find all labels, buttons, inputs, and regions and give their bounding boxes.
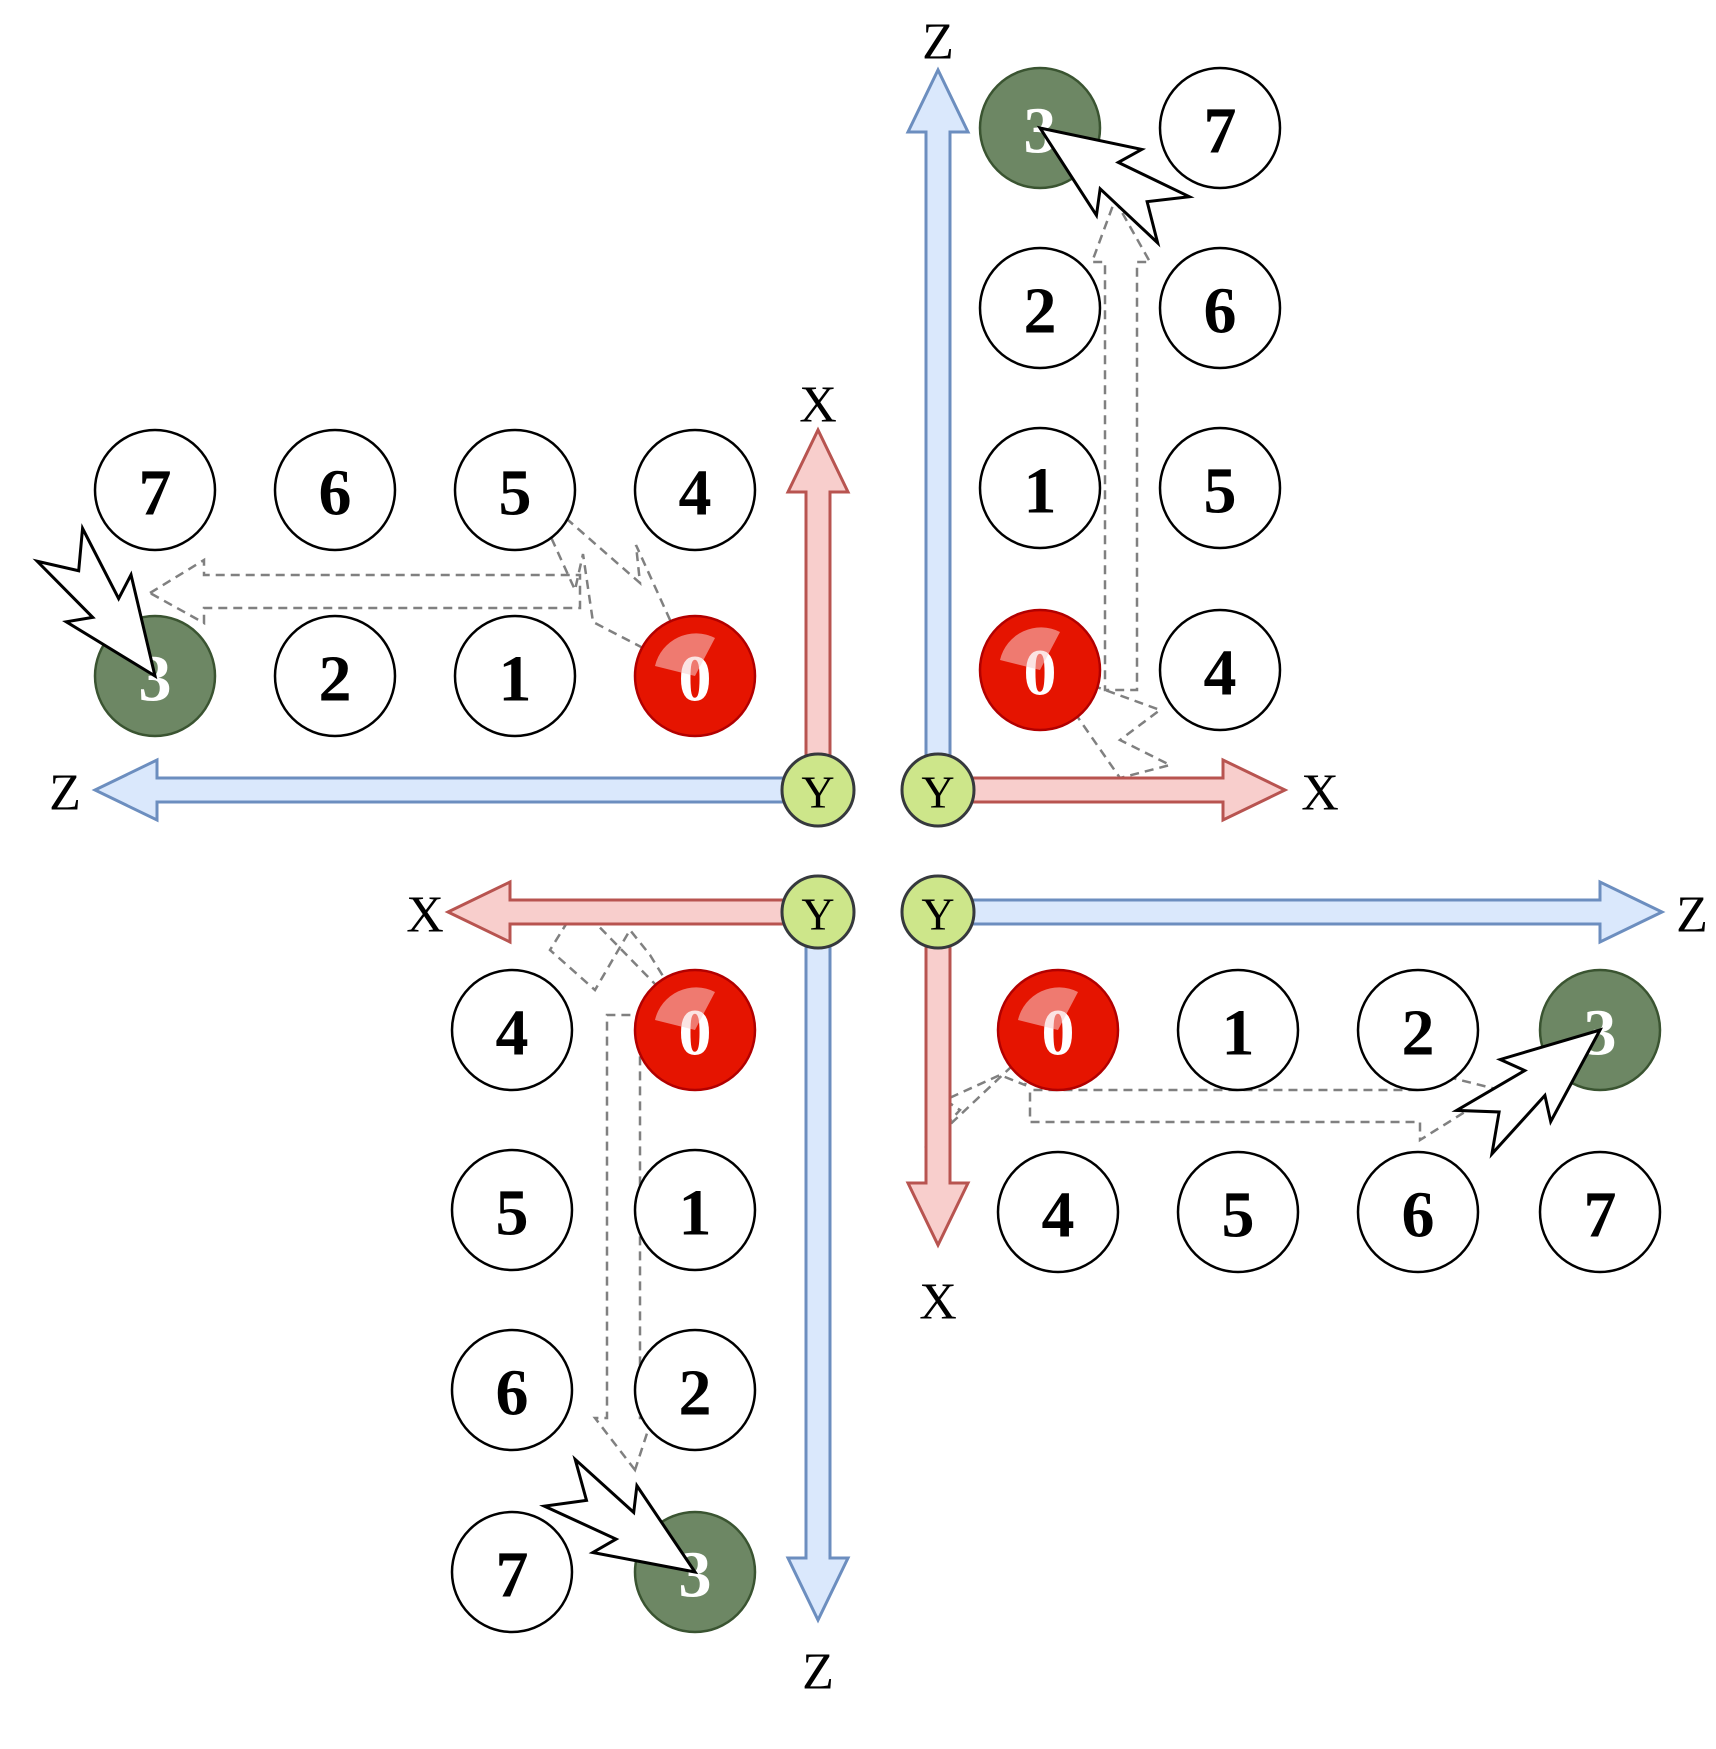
q-top-right-voxel-label-6: 6 [1204,275,1237,348]
q-bottom-right-z-axis-arrow [936,879,1666,945]
q-top-right-voxel-node [978,246,1102,370]
q-bottom-left-voxel-node [450,968,574,1092]
q-bottom-right-start-highlight [1018,987,1078,1030]
q-bottom-right-mouse-pointer-arrow-icon [1451,1027,1604,1159]
q-bottom-right-voxel-node [1176,1150,1300,1274]
q-bottom-right-voxel-node [1538,1150,1662,1274]
q-bottom-left-voxel-node [450,1510,574,1634]
q-top-right-voxel-node [978,426,1102,550]
dashed-arrow-q0-a [548,510,698,678]
dashed-arrow-q0-b [147,557,582,626]
q-bottom-right-y-origin-label: Y [921,889,954,940]
q-top-left-voxel-label-2: 2 [319,643,352,716]
q-bottom-right-voxel-label-4: 4 [1042,1179,1075,1252]
q-top-left-y-origin-label: Y [801,767,834,818]
q-bottom-right-x-axis-arrow [905,910,971,1249]
q-top-left-x-axis-label: X [799,377,837,434]
q-top-left-mouse-pointer-arrow-icon [32,523,158,680]
q-bottom-left-y-origin-node [780,874,856,950]
q-top-left-voxel-node [273,428,397,552]
q-bottom-left-voxel-node [633,1148,757,1272]
q-top-left-voxel-node [453,614,577,738]
q-top-right-y-origin-node [900,752,976,828]
q-bottom-left-z-axis-arrow [785,910,851,1624]
q-bottom-left-voxel-label-7: 7 [496,1539,529,1612]
q-bottom-right-voxel-label-7: 7 [1584,1179,1617,1252]
q-bottom-left-voxel-node [633,1328,757,1452]
q-bottom-left-y-origin-label: Y [801,889,834,940]
q-top-right-mouse-pointer-arrow-icon [1036,125,1195,248]
q-bottom-left-voxel-node [450,1148,574,1272]
q-top-right-voxel-label-1: 1 [1024,455,1057,528]
q-top-left-voxel-node [93,428,217,552]
q-top-right-voxel-label-7: 7 [1204,95,1237,168]
q-top-left-voxel-label-5: 5 [499,457,532,530]
q-bottom-right-x-axis-label: X [919,1274,957,1331]
q-bottom-left-x-axis-label: X [406,887,444,944]
q-top-left-voxel-node [453,428,577,552]
q-bottom-left-voxel-node [450,1328,574,1452]
q-bottom-left-voxel-label-5: 5 [496,1177,529,1250]
q-top-right-z-axis-arrow [905,66,971,792]
dashed-arrow-q3-a [924,1034,1047,1149]
q-bottom-right-voxel-label-1: 1 [1222,997,1255,1070]
q-bottom-right-voxel-node [1356,1150,1480,1274]
dashed-arrow-q2-a [548,902,692,1021]
q-bottom-left-start-highlight [655,987,715,1030]
q-top-right-x-axis-label: X [1301,765,1339,822]
q-bottom-right-y-origin-node [900,874,976,950]
origin-layer: Y Y Y Y [780,752,976,950]
q-bottom-right-voxel-node [996,1150,1120,1274]
q-bottom-left-voxel-label-1: 1 [679,1177,712,1250]
q-top-right-y-origin-label: Y [921,767,954,818]
q-bottom-left-mouse-pointer-arrow-icon [539,1454,699,1575]
q-top-left-y-origin-node [780,752,856,828]
q-top-right-voxel-node [1158,608,1282,732]
q-top-left-start-highlight [655,633,715,676]
q-top-right-voxel-node [1158,66,1282,190]
q-bottom-left-z-axis-label: Z [802,1644,834,1701]
q-bottom-left-voxel-label-6: 6 [496,1357,529,1430]
dashed-arrow-q2-b [592,1013,654,1473]
overlay-layer [655,627,1078,1030]
axes-layer: X Z X Z X Z X Z [49,14,1708,1701]
q-bottom-right-voxel-node [1176,968,1300,1092]
q-top-left-x-axis-arrow [785,426,851,792]
q-bottom-left-voxel-label-3: 3 [679,1539,712,1612]
q-bottom-right-voxel-label-6: 6 [1402,1179,1435,1252]
q-top-right-start-highlight [1000,627,1060,670]
q-top-left-voxel-label-4: 4 [679,457,712,530]
dashed-arrow-q1-b [1090,197,1153,692]
q-top-left-voxel-node [273,614,397,738]
q-top-right-voxel-label-4: 4 [1204,637,1237,710]
q-bottom-right-voxel-label-2: 2 [1402,997,1435,1070]
q-bottom-right-voxel-label-5: 5 [1222,1179,1255,1252]
q-top-right-x-axis-arrow [936,757,1289,823]
q-bottom-left-voxel-label-4: 4 [496,997,529,1070]
cursor-layer [32,125,1604,1575]
q-top-right-voxel-node [1158,426,1282,550]
q-top-left-z-axis-arrow [91,757,820,823]
q-top-right-z-axis-label: Z [922,14,954,71]
q-bottom-left-x-axis-arrow [444,879,820,945]
q-top-left-voxel-label-7: 7 [139,457,172,530]
q-top-right-voxel-label-2: 2 [1024,275,1057,348]
q-top-right-voxel-label-5: 5 [1204,455,1237,528]
q-top-left-voxel-label-6: 6 [319,457,352,530]
q-bottom-left-voxel-label-2: 2 [679,1357,712,1430]
q-top-left-voxel-node [633,428,757,552]
q-bottom-right-voxel-node [1356,968,1480,1092]
q-top-left-voxel-label-1: 1 [499,643,532,716]
q-top-left-z-axis-label: Z [49,765,81,822]
q-top-right-voxel-node [1158,246,1282,370]
q-bottom-right-z-axis-label: Z [1676,887,1708,944]
